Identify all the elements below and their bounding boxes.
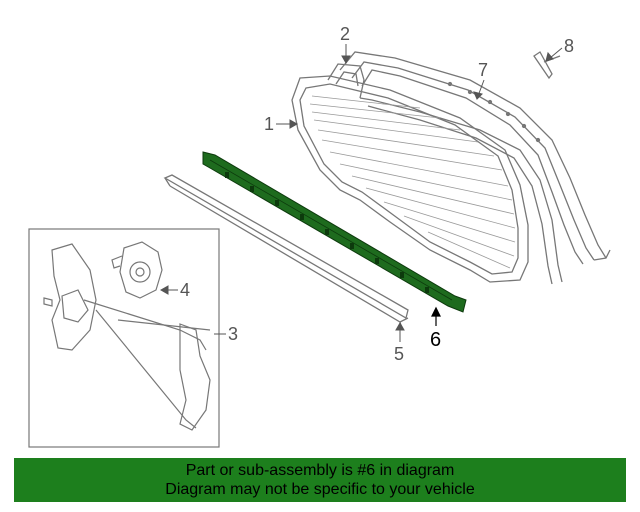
part-6-weatherstrip[interactable] <box>202 151 467 313</box>
callout-1: 1 <box>264 114 274 134</box>
banner-line-part: Part or sub-assembly is #6 in diagram <box>185 462 455 479</box>
part-3-regulator-box <box>28 228 220 448</box>
part-3-regulator[interactable] <box>43 243 211 431</box>
leader-lines <box>159 44 563 342</box>
banner-line-disclaimer: Diagram may not be specific to your vehi… <box>165 481 475 498</box>
callout-5: 5 <box>394 344 404 364</box>
callout-3: 3 <box>228 324 238 344</box>
leader-line-6 <box>431 306 441 326</box>
callout-4: 4 <box>180 280 190 300</box>
part-1-glass[interactable] <box>291 75 529 283</box>
part-4-motor[interactable] <box>111 241 163 299</box>
callout-7: 7 <box>478 60 488 80</box>
part-7-run-channel[interactable] <box>339 51 611 265</box>
callout-2: 2 <box>340 24 350 44</box>
callout-8: 8 <box>564 36 574 56</box>
info-banner: Part or sub-assembly is #6 in diagram Di… <box>14 458 626 502</box>
glass-hatching <box>309 95 516 269</box>
callout-6: 6 <box>430 329 441 351</box>
parts-diagram: 1 2 3 4 5 6 7 8 <box>28 24 611 448</box>
